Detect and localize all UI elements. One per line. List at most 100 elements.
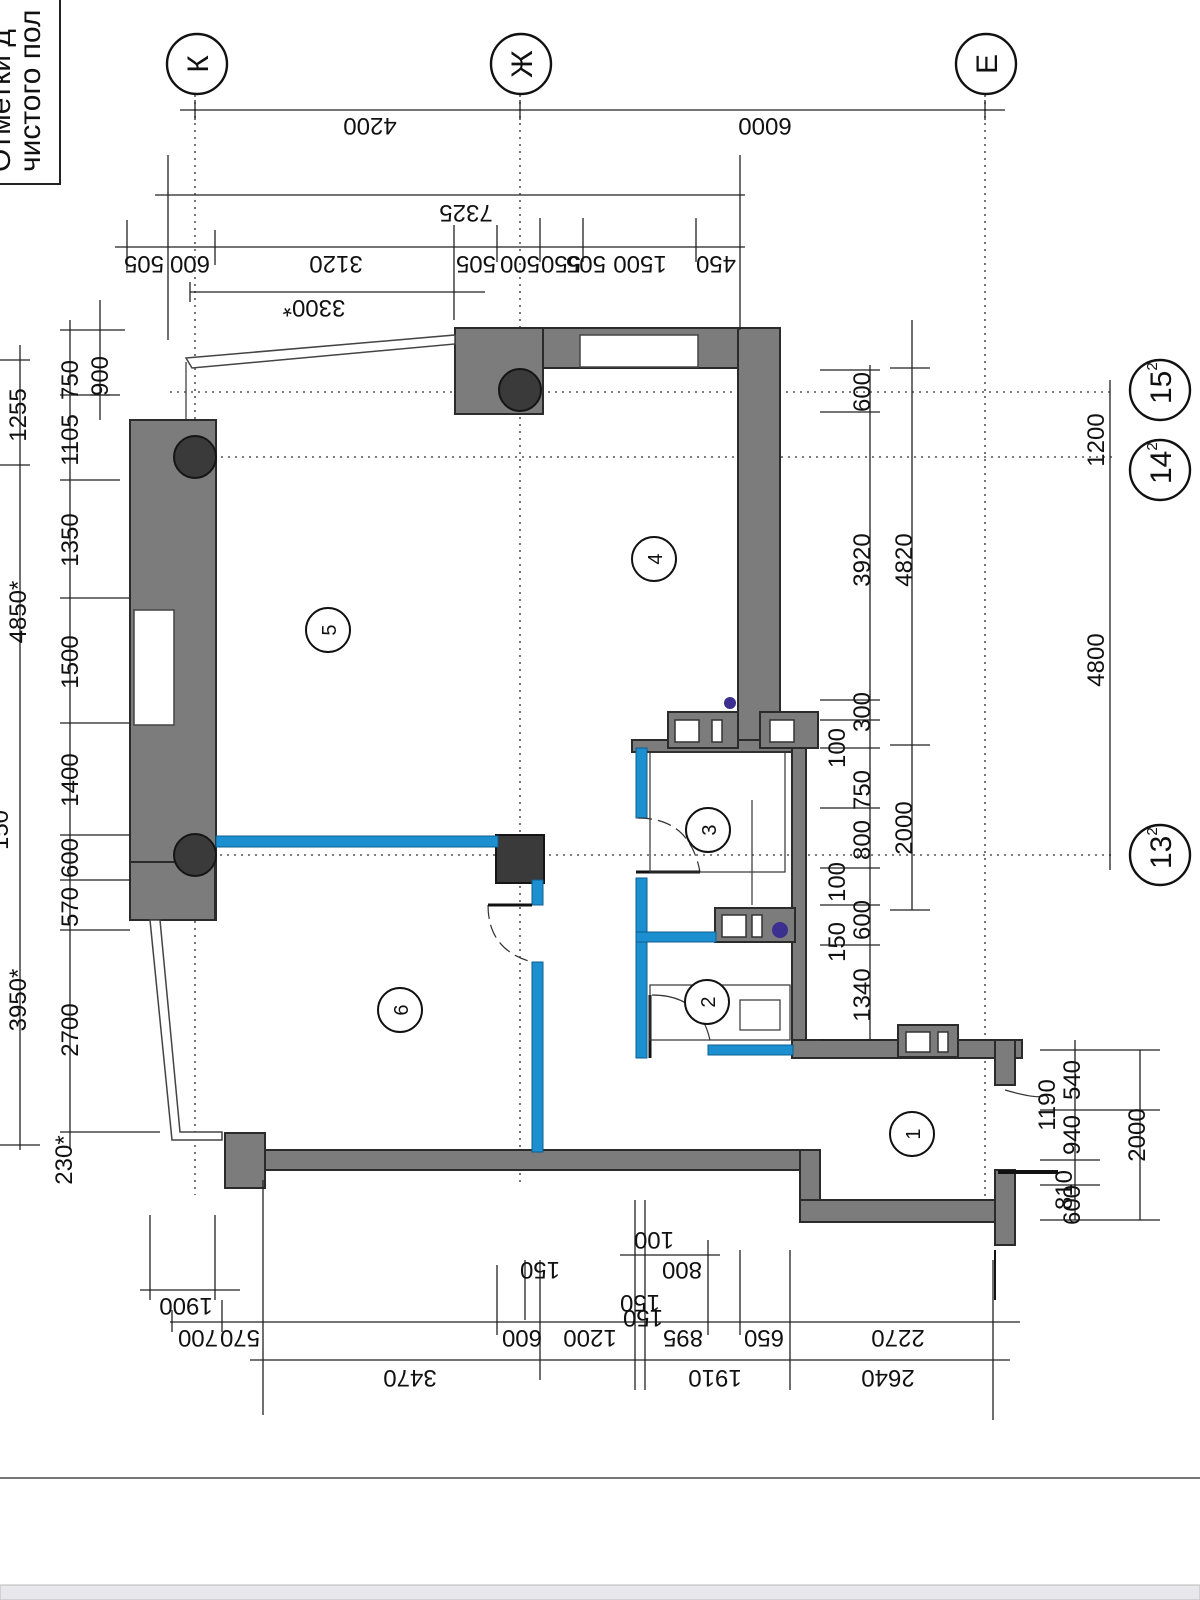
svg-text:2000: 2000 — [891, 801, 918, 854]
svg-text:450: 450 — [696, 250, 736, 277]
svg-text:152: 152 — [1144, 362, 1178, 404]
svg-text:150: 150 — [520, 1256, 560, 1283]
svg-text:900: 900 — [87, 356, 114, 396]
svg-text:1340: 1340 — [849, 968, 876, 1021]
note-box: чистого пол Отметки д — [0, 0, 61, 185]
svg-text:4: 4 — [645, 553, 667, 564]
svg-text:3300*: 3300* — [283, 294, 346, 321]
svg-text:230*: 230* — [51, 1135, 78, 1184]
svg-text:1190: 1190 — [1034, 1079, 1061, 1131]
svg-text:3950*: 3950* — [5, 969, 32, 1032]
svg-text:142: 142 — [1144, 442, 1178, 484]
svg-text:570: 570 — [220, 1324, 260, 1351]
new-partitions — [215, 747, 794, 1153]
svg-text:500: 500 — [500, 250, 540, 277]
svg-text:300: 300 — [849, 692, 876, 732]
svg-text:1910: 1910 — [688, 1364, 741, 1391]
svg-text:Ж: Ж — [506, 50, 539, 78]
svg-text:940: 940 — [1059, 1115, 1086, 1155]
svg-text:505: 505 — [566, 250, 606, 277]
room-label-5: 5 — [305, 607, 351, 653]
room-labels: 1 2 3 4 5 6 — [305, 536, 935, 1157]
svg-text:800: 800 — [662, 1256, 702, 1283]
svg-text:600: 600 — [849, 372, 876, 412]
axis-bubble-14-2: 142 — [1128, 438, 1192, 502]
svg-text:1: 1 — [903, 1128, 925, 1139]
svg-text:1500: 1500 — [613, 250, 666, 277]
svg-text:600: 600 — [849, 900, 876, 940]
note-line-2: Отметки д — [0, 29, 17, 172]
windows — [133, 334, 699, 1141]
note-line-1: чистого пол — [14, 9, 47, 172]
svg-text:570: 570 — [57, 887, 84, 927]
svg-text:650: 650 — [744, 1324, 784, 1351]
fixtures — [649, 697, 949, 1053]
svg-text:100: 100 — [634, 1226, 674, 1253]
svg-text:2: 2 — [698, 996, 720, 1007]
svg-text:2270: 2270 — [871, 1324, 924, 1351]
svg-text:Е: Е — [971, 54, 1004, 74]
svg-text:150: 150 — [0, 810, 14, 850]
svg-text:6000: 6000 — [738, 112, 791, 139]
svg-text:5: 5 — [319, 624, 341, 635]
room-label-2: 2 — [684, 979, 730, 1025]
svg-text:700: 700 — [178, 1324, 218, 1351]
svg-text:100: 100 — [824, 728, 851, 768]
svg-text:150: 150 — [824, 922, 851, 962]
svg-text:4850*: 4850* — [5, 581, 32, 644]
svg-text:К: К — [182, 55, 215, 73]
svg-text:3120: 3120 — [309, 250, 362, 277]
dims-right: 600 3920 300 100 750 800 100 600 150 134… — [820, 320, 1160, 1225]
svg-text:2000: 2000 — [1124, 1108, 1151, 1161]
svg-text:2700: 2700 — [57, 1003, 84, 1056]
svg-text:1200: 1200 — [563, 1324, 616, 1351]
svg-text:3920: 3920 — [849, 533, 876, 586]
svg-text:505: 505 — [124, 250, 164, 277]
svg-text:1400: 1400 — [57, 753, 84, 806]
svg-text:1105: 1105 — [57, 414, 84, 466]
axis-bubble-k: К — [165, 32, 229, 96]
dims-left: 750 900 1105 1350 1500 1400 600 570 2700… — [0, 300, 160, 1185]
svg-text:600: 600 — [1059, 1185, 1086, 1225]
grid-axes — [170, 95, 1115, 1210]
svg-text:1900: 1900 — [159, 1292, 212, 1319]
svg-text:810: 810 — [1051, 1170, 1078, 1210]
svg-text:4200: 4200 — [343, 112, 396, 139]
room-label-4: 4 — [631, 536, 677, 582]
columns — [173, 368, 542, 877]
axis-bubble-e: Е — [954, 32, 1018, 96]
svg-text:150: 150 — [620, 1289, 660, 1316]
axis-bubble-zh: Ж — [489, 32, 553, 96]
svg-text:1350: 1350 — [57, 513, 84, 566]
room-label-3: 3 — [685, 807, 731, 853]
svg-text:1500: 1500 — [57, 635, 84, 688]
dims-bottom: 1900 700 570 600 1200 150 895 650 2270 3… — [140, 1180, 1020, 1420]
svg-text:505: 505 — [456, 250, 496, 277]
dims-top: 4200 6000 7325 505 600 3120 505 500 550 … — [115, 100, 1005, 340]
svg-text:6: 6 — [391, 1004, 413, 1015]
svg-text:800: 800 — [849, 820, 876, 860]
room-label-1: 1 — [889, 1111, 935, 1157]
room-label-6: 6 — [377, 987, 423, 1033]
svg-text:1255: 1255 — [5, 388, 32, 441]
svg-text:2640: 2640 — [861, 1364, 914, 1391]
svg-text:550: 550 — [541, 250, 581, 277]
svg-text:4800: 4800 — [1083, 633, 1110, 686]
axis-bubble-15-2: 152 — [1128, 358, 1192, 422]
svg-text:540: 540 — [1059, 1060, 1086, 1100]
svg-text:600: 600 — [502, 1324, 542, 1351]
svg-text:132: 132 — [1144, 827, 1178, 869]
svg-text:600: 600 — [57, 838, 84, 878]
svg-text:4820: 4820 — [891, 533, 918, 586]
svg-text:895: 895 — [663, 1324, 703, 1351]
walls — [129, 327, 1023, 1246]
svg-text:600: 600 — [170, 250, 210, 277]
axis-bubble-13-2: 132 — [1128, 823, 1192, 887]
svg-text:7325: 7325 — [439, 199, 492, 226]
svg-text:1200: 1200 — [1083, 413, 1110, 466]
svg-text:100: 100 — [824, 862, 851, 902]
sheet-border — [0, 1477, 1200, 1600]
svg-text:150: 150 — [623, 1304, 663, 1331]
svg-text:750: 750 — [57, 360, 84, 400]
